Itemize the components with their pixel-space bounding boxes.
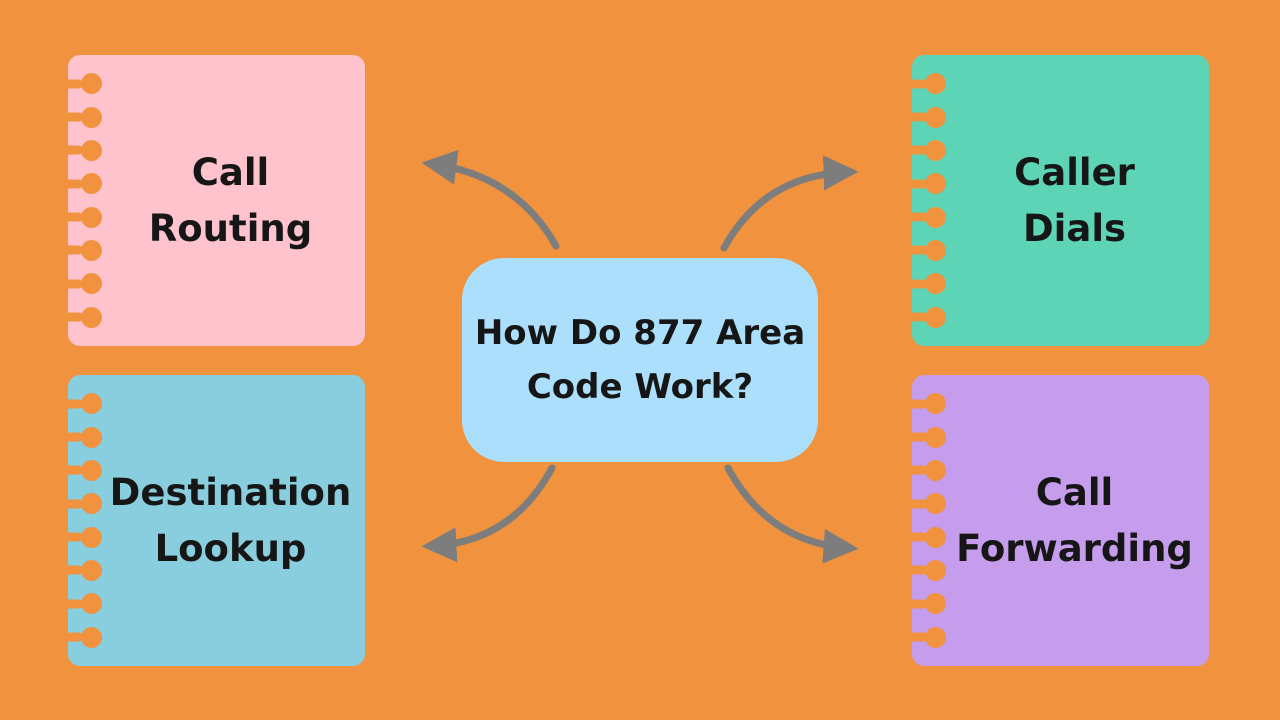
ring-hole bbox=[81, 139, 102, 161]
ring-hole bbox=[81, 626, 102, 648]
ring-hole bbox=[81, 593, 102, 615]
node-caller-dials: Caller Dials bbox=[912, 55, 1209, 346]
ring-hole bbox=[925, 559, 946, 581]
ring-hole bbox=[81, 306, 102, 328]
ring-hole bbox=[81, 239, 102, 261]
node-label-line: Forwarding bbox=[956, 526, 1193, 570]
ring-hole bbox=[925, 139, 946, 161]
ring-hole bbox=[81, 273, 102, 295]
ring-hole bbox=[925, 73, 946, 95]
node-label-line: Dials bbox=[1022, 206, 1127, 250]
node-label-line: Lookup bbox=[154, 526, 307, 570]
central-topic-line: How Do 877 Area bbox=[474, 312, 806, 353]
node-label-line: Call bbox=[191, 151, 270, 194]
node-label-line: Caller bbox=[1014, 151, 1135, 194]
central-topic-line: Code Work? bbox=[526, 367, 754, 407]
ring-hole bbox=[81, 559, 102, 581]
node-label-line: Routing bbox=[148, 206, 313, 250]
central-topic: How Do 877 Area Code Work? bbox=[462, 258, 818, 462]
ring-hole bbox=[81, 493, 102, 515]
ring-hole bbox=[925, 626, 946, 648]
spiral-binding bbox=[912, 55, 952, 346]
ring-hole bbox=[925, 526, 946, 548]
ring-hole bbox=[925, 173, 946, 195]
ring-hole bbox=[925, 426, 946, 448]
ring-hole bbox=[925, 593, 946, 615]
arrow-to-destination-lookup bbox=[421, 464, 556, 563]
node-call-routing: Call Routing bbox=[68, 55, 365, 346]
ring-hole bbox=[925, 393, 946, 415]
node-destination-lookup: Destination Lookup bbox=[68, 375, 365, 666]
node-label-call-routing: Call Routing bbox=[121, 145, 312, 256]
ring-hole bbox=[81, 173, 102, 195]
ring-hole bbox=[925, 239, 946, 261]
node-label-destination-lookup: Destination Lookup bbox=[82, 465, 352, 576]
spiral-binding bbox=[912, 375, 952, 666]
node-label-call-forwarding: Call Forwarding bbox=[928, 465, 1193, 576]
ring-hole bbox=[81, 393, 102, 415]
spiral-binding bbox=[68, 375, 108, 666]
node-call-forwarding: Call Forwarding bbox=[912, 375, 1209, 666]
node-label-line: Destination bbox=[109, 471, 352, 514]
ring-hole bbox=[925, 206, 946, 228]
node-label-line: Call bbox=[1035, 471, 1114, 514]
spiral-binding bbox=[68, 55, 108, 346]
ring-hole bbox=[925, 459, 946, 481]
ring-hole bbox=[925, 493, 946, 515]
arrow-to-caller-dials bbox=[720, 155, 859, 252]
arrow-to-call-routing bbox=[421, 149, 560, 250]
node-label-caller-dials: Caller Dials bbox=[986, 145, 1135, 256]
ring-hole bbox=[81, 73, 102, 95]
ring-hole bbox=[81, 106, 102, 128]
arrow-to-call-forwarding bbox=[724, 464, 859, 564]
ring-hole bbox=[81, 426, 102, 448]
ring-hole bbox=[925, 106, 946, 128]
ring-hole bbox=[925, 306, 946, 328]
ring-hole bbox=[81, 459, 102, 481]
ring-hole bbox=[81, 206, 102, 228]
central-topic-label: How Do 877 Area Code Work? bbox=[475, 306, 805, 415]
ring-hole bbox=[925, 273, 946, 295]
ring-hole bbox=[81, 526, 102, 548]
